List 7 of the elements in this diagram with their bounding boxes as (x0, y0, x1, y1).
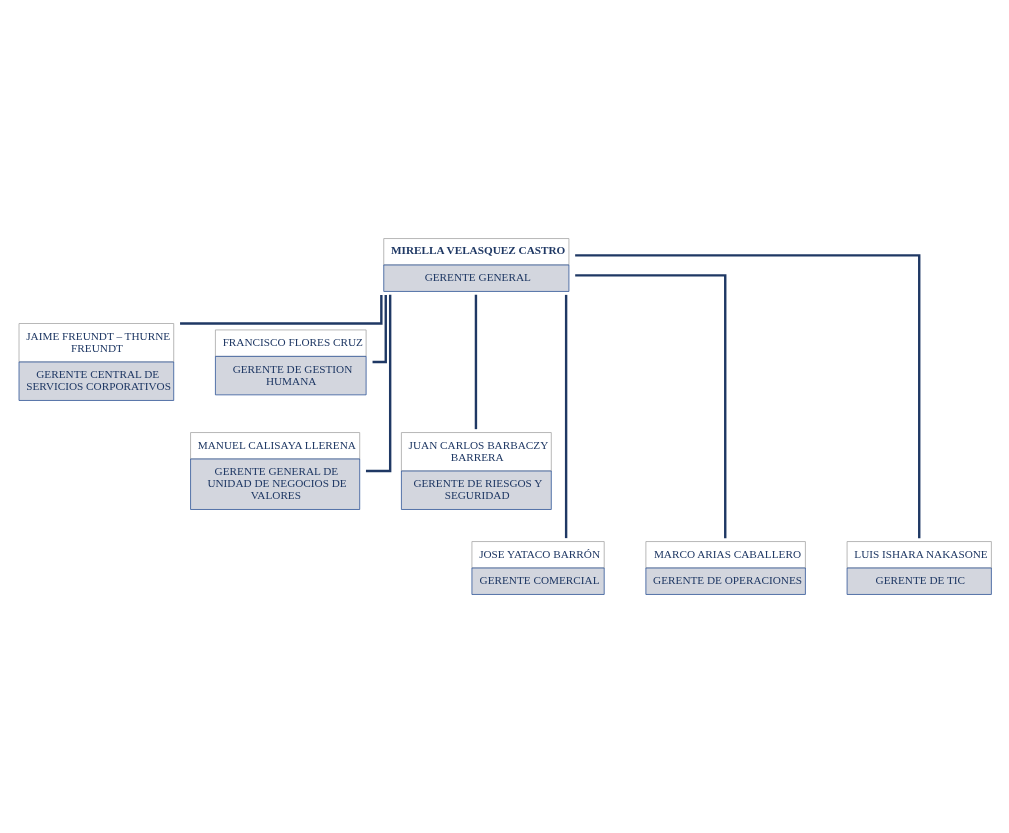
connector (564, 294, 567, 539)
connector (372, 294, 387, 364)
connector (574, 274, 726, 539)
connector (574, 254, 920, 539)
connector (179, 294, 383, 325)
connector (365, 294, 391, 473)
connector (474, 294, 477, 430)
